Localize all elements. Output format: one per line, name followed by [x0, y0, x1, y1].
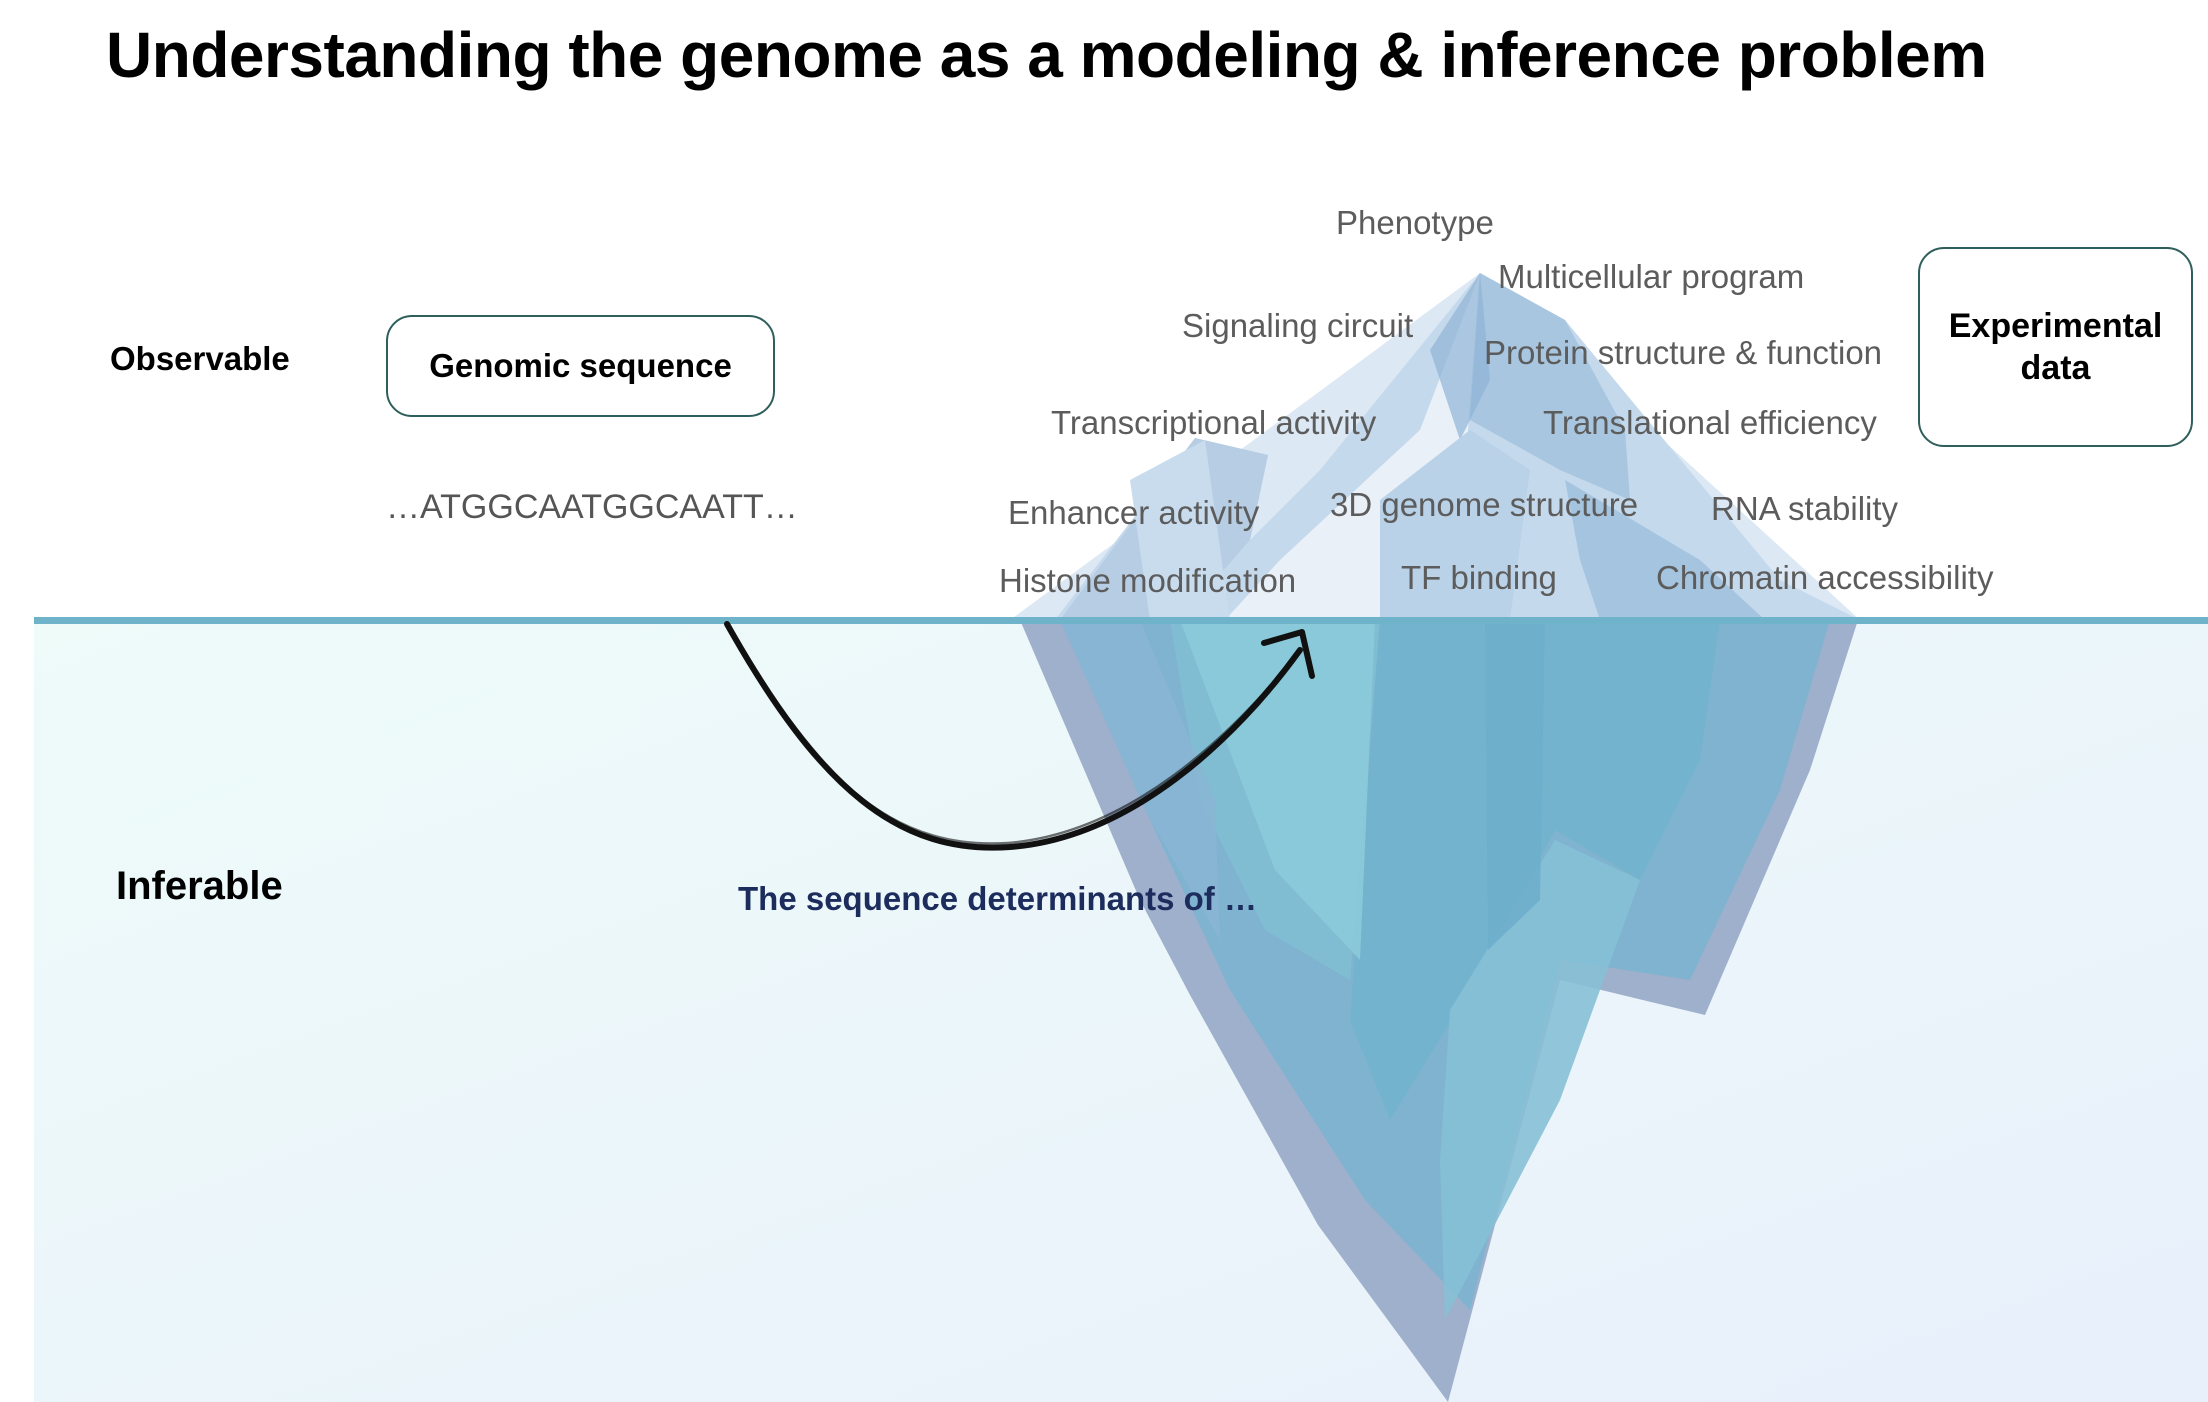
genomic-sequence-box: Genomic sequence	[386, 315, 775, 417]
label-rna-stability: RNA stability	[1711, 490, 1899, 527]
above-water-iceberg	[1010, 273, 1860, 620]
label-transcriptional-activity: Transcriptional activity	[1051, 404, 1377, 441]
page-title: Understanding the genome as a modeling &…	[106, 19, 1987, 91]
label-protein-structure: Protein structure & function	[1484, 334, 1883, 371]
label-tf-binding: TF binding	[1401, 559, 1557, 596]
dna-sequence: …ATGGCAATGGCAATT…	[386, 488, 798, 526]
label-chromatin-accessibility: Chromatin accessibility	[1656, 559, 1994, 596]
label-enhancer-activity: Enhancer activity	[1008, 494, 1260, 531]
label-3d-genome-structure: 3D genome structure	[1330, 486, 1639, 523]
curved-arrow-icon	[724, 621, 1315, 851]
observable-label: Observable	[110, 340, 290, 377]
inferable-label: Inferable	[116, 864, 283, 908]
label-multicellular-program: Multicellular program	[1498, 258, 1805, 295]
label-translational-efficiency: Translational efficiency	[1543, 404, 1877, 441]
experimental-data-box: Experimental data	[1918, 247, 2193, 447]
label-histone-modification: Histone modification	[999, 562, 1297, 599]
waterline	[34, 617, 2208, 624]
underwater-iceberg	[1020, 620, 1858, 1402]
determinants-caption: The sequence determinants of …	[738, 880, 1257, 917]
label-phenotype: Phenotype	[1336, 204, 1494, 241]
label-signaling-circuit: Signaling circuit	[1182, 307, 1414, 344]
